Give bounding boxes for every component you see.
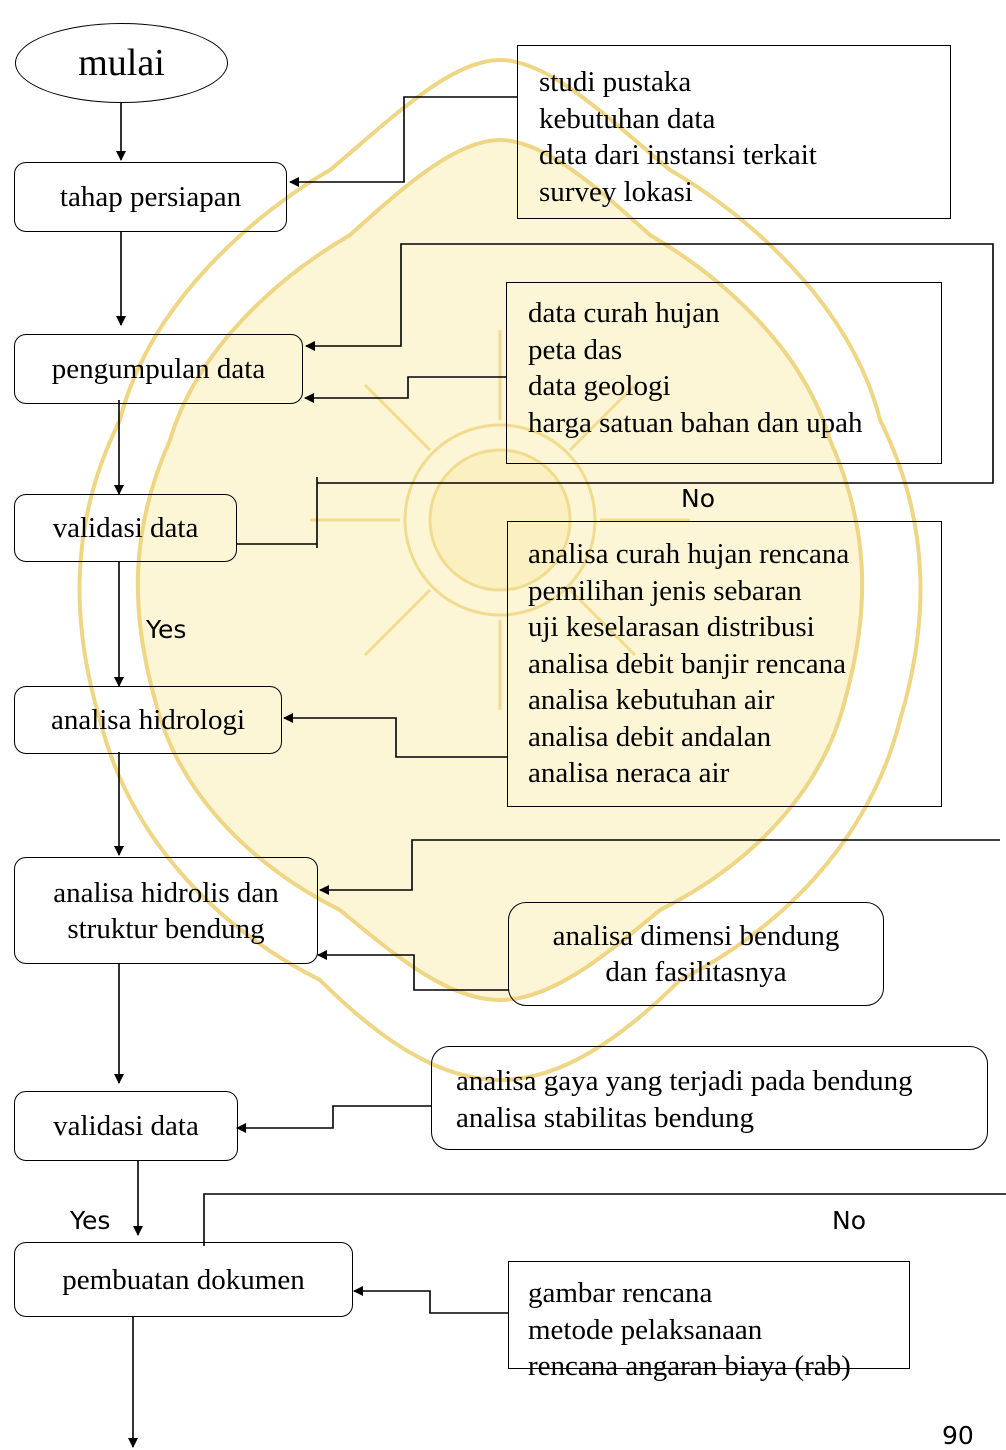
note-pengumpulan: data curah hujan peta das data geologi h… [506,282,942,464]
input-arrow-stabilitas [236,1105,432,1133]
step-label-line-2: struktur bendung [67,912,265,945]
note-line: data curah hujan [528,297,720,329]
note-line: harga satuan bahan dan upah [528,406,863,439]
input-arrow-hidrologi [283,713,508,758]
step-label: validasi data [53,1110,199,1142]
note-line: analisa curah hujan rencana [528,538,850,570]
step-label: tahap persiapan [59,181,242,213]
label-yes: Yes [146,615,187,644]
label-no: No [832,1206,866,1235]
page-number: 90 [942,1421,974,1450]
note-line: survey lokasi [539,175,693,208]
input-arrow-persiapan [289,96,518,187]
note-dokumen: gambar rencana metode pelaksanaan rencan… [508,1261,910,1382]
note-hidrologi: analisa curah hujan rencana pemilihan je… [507,521,942,807]
step-label: pengumpulan data [51,353,266,385]
input-arrow-dokumen [353,1286,509,1314]
start-node: mulai [15,23,228,103]
feedback-arrow-hidrolis [319,839,1000,895]
label-no: No [681,484,715,513]
feedback-arrow-no-2 [203,1193,1006,1246]
step-analisa-hidrologi: analisa hidrologi [14,686,282,754]
note-line: data geologi [528,370,671,402]
step-label: analisa hidrologi [50,704,246,736]
note-line: analisa kebutuhan air [528,684,775,716]
step-pengumpulan-data: pengumpulan data [14,334,303,404]
note-line: analisa neraca air [528,757,730,789]
input-arrow-dimensi [317,950,509,991]
feedback-arrow-no [305,243,994,484]
note-persiapan: studi pustaka kebutuhan data data dari i… [517,45,951,219]
step-analisa-hidrolis: analisa hidrolis dan struktur bendung [14,857,318,964]
note-line: studi pustaka [539,66,692,98]
note-line: kebutuhan data [539,102,716,135]
note-stabilitas: analisa gaya yang terjadi pada bendung a… [431,1046,988,1150]
step-validasi-data-1: validasi data [14,494,237,562]
step-label-line-1: analisa hidrolis dan [53,876,279,909]
note-line: gambar rencana [528,1277,713,1309]
step-label: validasi data [52,512,199,544]
note-line: analisa gaya yang terjadi pada bendung [456,1065,913,1097]
note-line: analisa debit banjir rencana [528,647,847,680]
note-line: pemilihan jenis sebaran [528,574,802,607]
note-line: metode pelaksanaan [528,1313,763,1346]
note-line: analisa dimensi bendung [552,919,840,952]
note-line: uji keselarasan distribusi [528,611,815,643]
step-tahap-persiapan: tahap persiapan [14,162,287,232]
note-line: rencana angaran biaya (rab) [528,1350,851,1382]
note-line: analisa debit andalan [528,720,772,753]
step-validasi-data-2: validasi data [14,1091,238,1161]
step-label: pembuatan dokumen [62,1263,305,1296]
note-line: peta das [528,333,623,366]
note-line: dan fasilitasnya [605,956,787,988]
start-label: mulai [78,42,165,84]
input-arrow-pengumpulan [304,376,507,403]
note-line: data dari instansi terkait [539,139,817,171]
note-line: analisa stabilitas bendung [456,1101,754,1134]
step-pembuatan-dokumen: pembuatan dokumen [14,1242,353,1317]
label-yes: Yes [70,1206,111,1235]
note-dimensi: analisa dimensi bendung dan fasilitasnya [508,902,884,1006]
